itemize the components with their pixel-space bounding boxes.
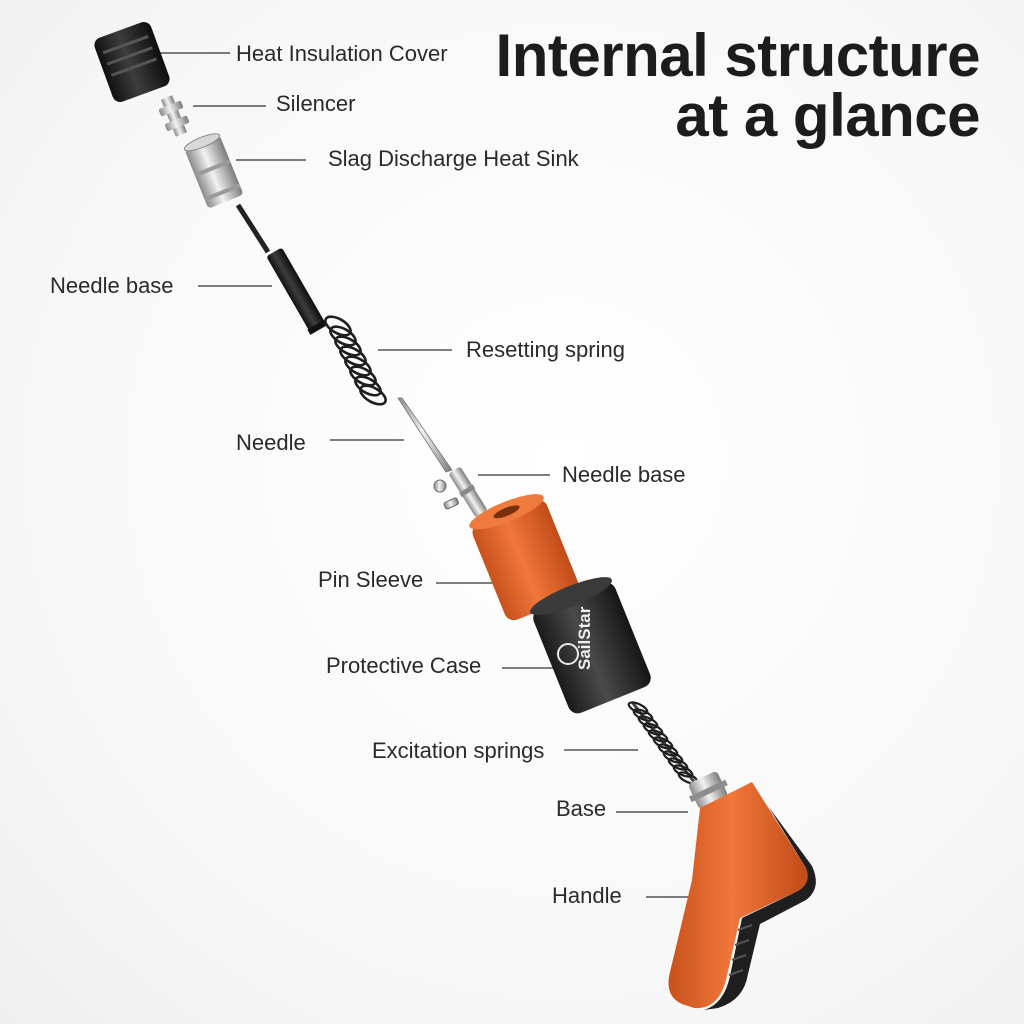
silencer-part [158, 95, 190, 137]
needle-base-upper-part [235, 203, 328, 335]
base-part [688, 771, 728, 809]
label-slag-discharge-heat-sink: Slag Discharge Heat Sink [328, 146, 579, 171]
needle-base-lower-part [433, 467, 487, 517]
protective-case-part: SailStar [530, 577, 651, 714]
page-title: Internal structure at a glance [420, 22, 981, 149]
slag-discharge-heat-sink-part [183, 133, 243, 208]
brand-logo-text: SailStar [575, 606, 594, 670]
label-heat-insulation-cover: Heat Insulation Cover [236, 41, 448, 66]
label-base: Base [556, 796, 607, 821]
label-resetting-spring: Resetting spring [466, 337, 625, 362]
heat-insulation-cover-part [94, 22, 170, 102]
handle-part [668, 782, 816, 1010]
label-protective-case: Protective Case [326, 653, 482, 678]
pin-sleeve-part [469, 494, 580, 621]
label-pin-sleeve: Pin Sleeve [318, 567, 424, 592]
label-silencer: Silencer [276, 91, 356, 116]
label-needle-base-lower: Needle base [562, 462, 686, 487]
title-line-2: at a glance [675, 82, 980, 149]
label-needle-base-upper: Needle base [50, 273, 174, 298]
label-needle: Needle [236, 430, 306, 455]
label-handle: Handle [552, 883, 622, 908]
needle-part [397, 397, 453, 473]
excitation-springs-part [627, 701, 704, 793]
label-excitation-springs: Excitation springs [372, 738, 545, 763]
title-line-1: Internal structure [495, 22, 981, 89]
resetting-spring-part [324, 315, 387, 406]
